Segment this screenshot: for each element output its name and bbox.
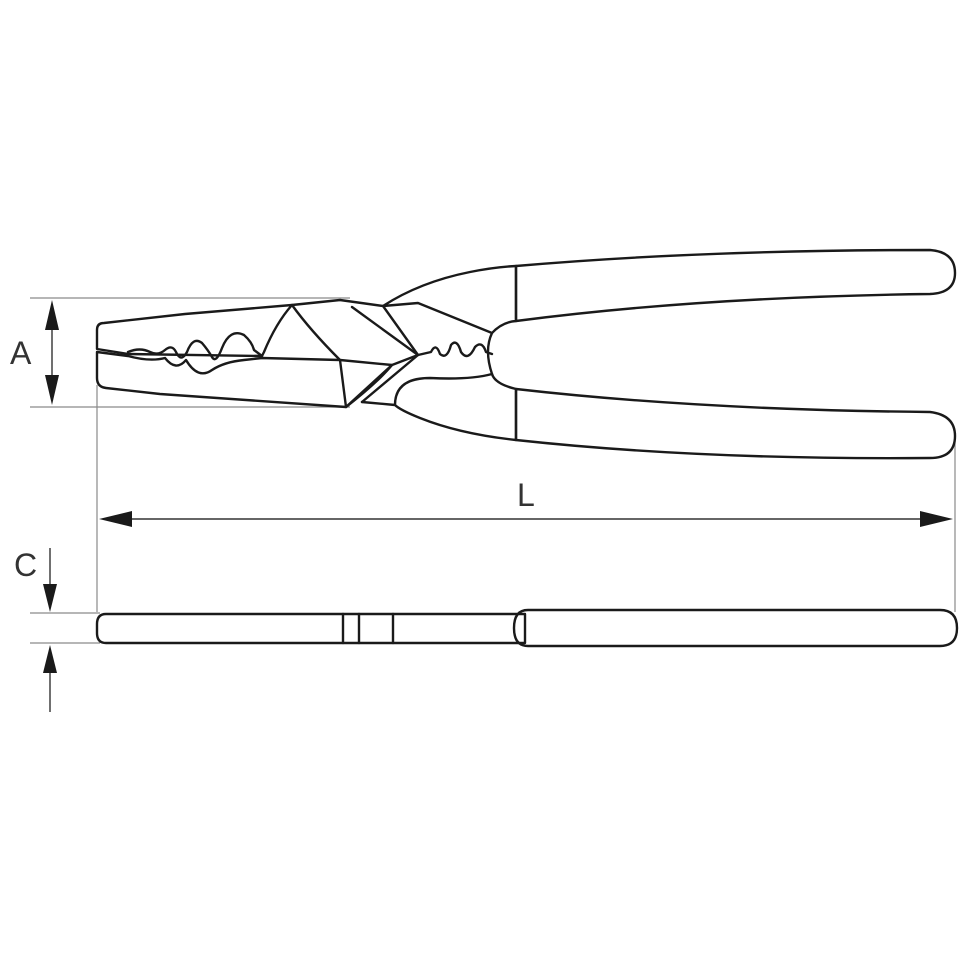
pliers-top-view (95, 248, 957, 460)
dimension-l-label: L (517, 477, 535, 513)
dimension-a-arrow-top (45, 300, 59, 330)
upper-jaw-crimp-profile (126, 331, 264, 361)
dimension-l-arrow-right (920, 511, 953, 527)
dimension-c-arrow-top (43, 584, 57, 612)
pivot-joint-edge (350, 305, 420, 404)
dimension-l: L (99, 477, 953, 527)
pliers-side-view (95, 608, 959, 648)
dimension-l-arrow-left (99, 511, 132, 527)
pivot-joint (290, 298, 420, 409)
dimension-a-label: A (10, 335, 32, 371)
upper-handle-grip (514, 248, 957, 323)
upper-jaw (95, 303, 294, 358)
cutter-teeth (416, 341, 494, 358)
side-view-head (95, 612, 527, 645)
dimension-c-arrow-bottom (43, 645, 57, 673)
lower-handle-neck (360, 372, 518, 442)
extension-lines (30, 297, 956, 644)
upper-handle-neck (381, 264, 518, 335)
dimension-c-label: C (14, 547, 37, 583)
dimension-c: C (14, 547, 57, 712)
lower-jaw (95, 350, 394, 409)
lower-handle-grip (514, 387, 957, 460)
dimension-a-arrow-bottom (45, 375, 59, 405)
side-view-handle (512, 608, 959, 648)
dimension-a: A (10, 300, 59, 405)
pivot-inner-curve (486, 331, 494, 376)
